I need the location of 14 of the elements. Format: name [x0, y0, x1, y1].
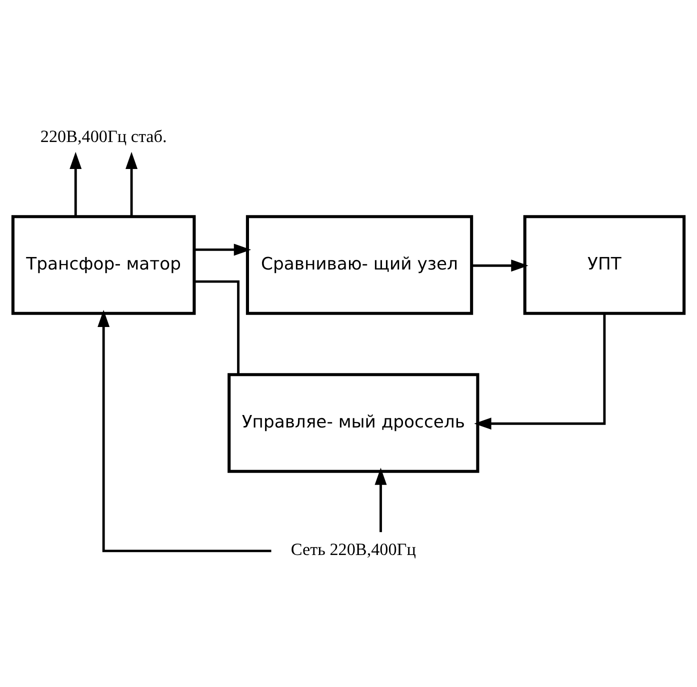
node-box: Управляе- мый дроссель	[228, 372, 480, 472]
arrow	[98, 309, 272, 552]
arrow	[472, 259, 528, 272]
arrow	[126, 151, 138, 216]
node-text: Сеть 220В,400Гц	[290, 539, 416, 558]
node-box: Трансфор- матор	[11, 214, 196, 314]
node-text: 220В,400Гц стаб.	[40, 126, 167, 146]
arrow	[474, 312, 606, 430]
arrow	[194, 243, 252, 256]
connector	[194, 280, 240, 374]
node-box: УПТ	[523, 214, 686, 314]
node-box: Сравниваю- щий узел	[246, 214, 474, 314]
arrow	[374, 467, 387, 532]
arrow	[70, 151, 82, 216]
